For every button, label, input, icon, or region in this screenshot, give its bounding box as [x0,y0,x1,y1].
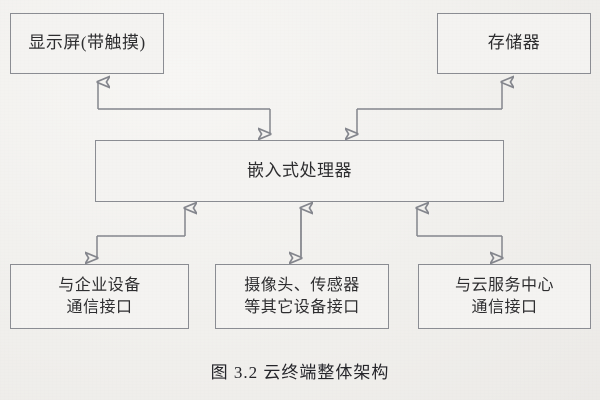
node-display[interactable]: 显示屏(带触摸) [10,13,164,74]
figure-caption: 图 3.2 云终端整体架构 [210,363,390,382]
node-enterprise-line-2: 通信接口 [66,298,133,316]
node-cloud-interface[interactable]: 与云服务中心 通信接口 [418,264,591,329]
connector-processor-enterprise [97,208,185,258]
node-embedded-processor[interactable]: 嵌入式处理器 [95,140,504,202]
node-cloud-line-2: 通信接口 [471,298,538,316]
node-processor-line-1: 嵌入式处理器 [247,160,352,180]
node-storage[interactable]: 存储器 [437,13,591,74]
node-storage-line-1: 存储器 [487,33,541,53]
node-sensors-line-2: 等其它设备接口 [244,298,360,316]
node-sensors-line-1: 摄像头、传感器 [244,277,360,295]
node-display-line-1: 显示屏(带触摸) [28,33,146,53]
connector-processor-display [98,82,270,134]
connector-processor-storage [357,82,502,134]
node-enterprise-interface[interactable]: 与企业设备 通信接口 [10,264,189,329]
node-enterprise-line-1: 与企业设备 [58,277,141,295]
connector-processor-cloud [417,208,502,258]
node-cloud-line-1: 与云服务中心 [454,277,554,295]
node-sensor-interface[interactable]: 摄像头、传感器 等其它设备接口 [215,264,389,329]
